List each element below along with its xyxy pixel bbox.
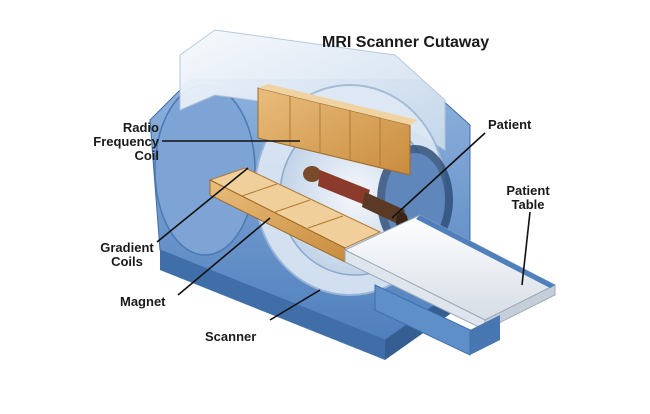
- leader-lines: [156, 132, 531, 321]
- diagram-title: MRI Scanner Cutaway: [322, 34, 490, 51]
- leader-patient: [391, 132, 486, 219]
- label-patient-table: Patient Table: [496, 184, 560, 212]
- leader-scanner: [269, 289, 321, 321]
- patient-table: [343, 214, 557, 356]
- label-patient-table-line2: Table: [511, 197, 545, 212]
- label-scanner: Scanner: [205, 329, 257, 344]
- label-rf-coil: Radio Frequency Coil: [74, 121, 159, 163]
- leader-gradient: [156, 167, 249, 243]
- label-rf-coil-line3: Coil: [134, 148, 159, 163]
- label-rf-coil-line1: Radio: [122, 120, 159, 135]
- label-patient-table-line1: Patient: [506, 183, 550, 198]
- leader-magnet: [177, 217, 271, 296]
- label-patient: Patient: [488, 117, 532, 132]
- label-rf-coil-line2: Frequency: [93, 134, 159, 149]
- leader-patient-table: [521, 211, 531, 286]
- label-gradient-line1: Gradient: [100, 240, 154, 255]
- label-gradient-line2: Coils: [111, 254, 143, 269]
- rf-coil: [257, 84, 418, 176]
- label-magnet: Magnet: [120, 294, 166, 309]
- label-gradient-coils: Gradient Coils: [92, 241, 162, 269]
